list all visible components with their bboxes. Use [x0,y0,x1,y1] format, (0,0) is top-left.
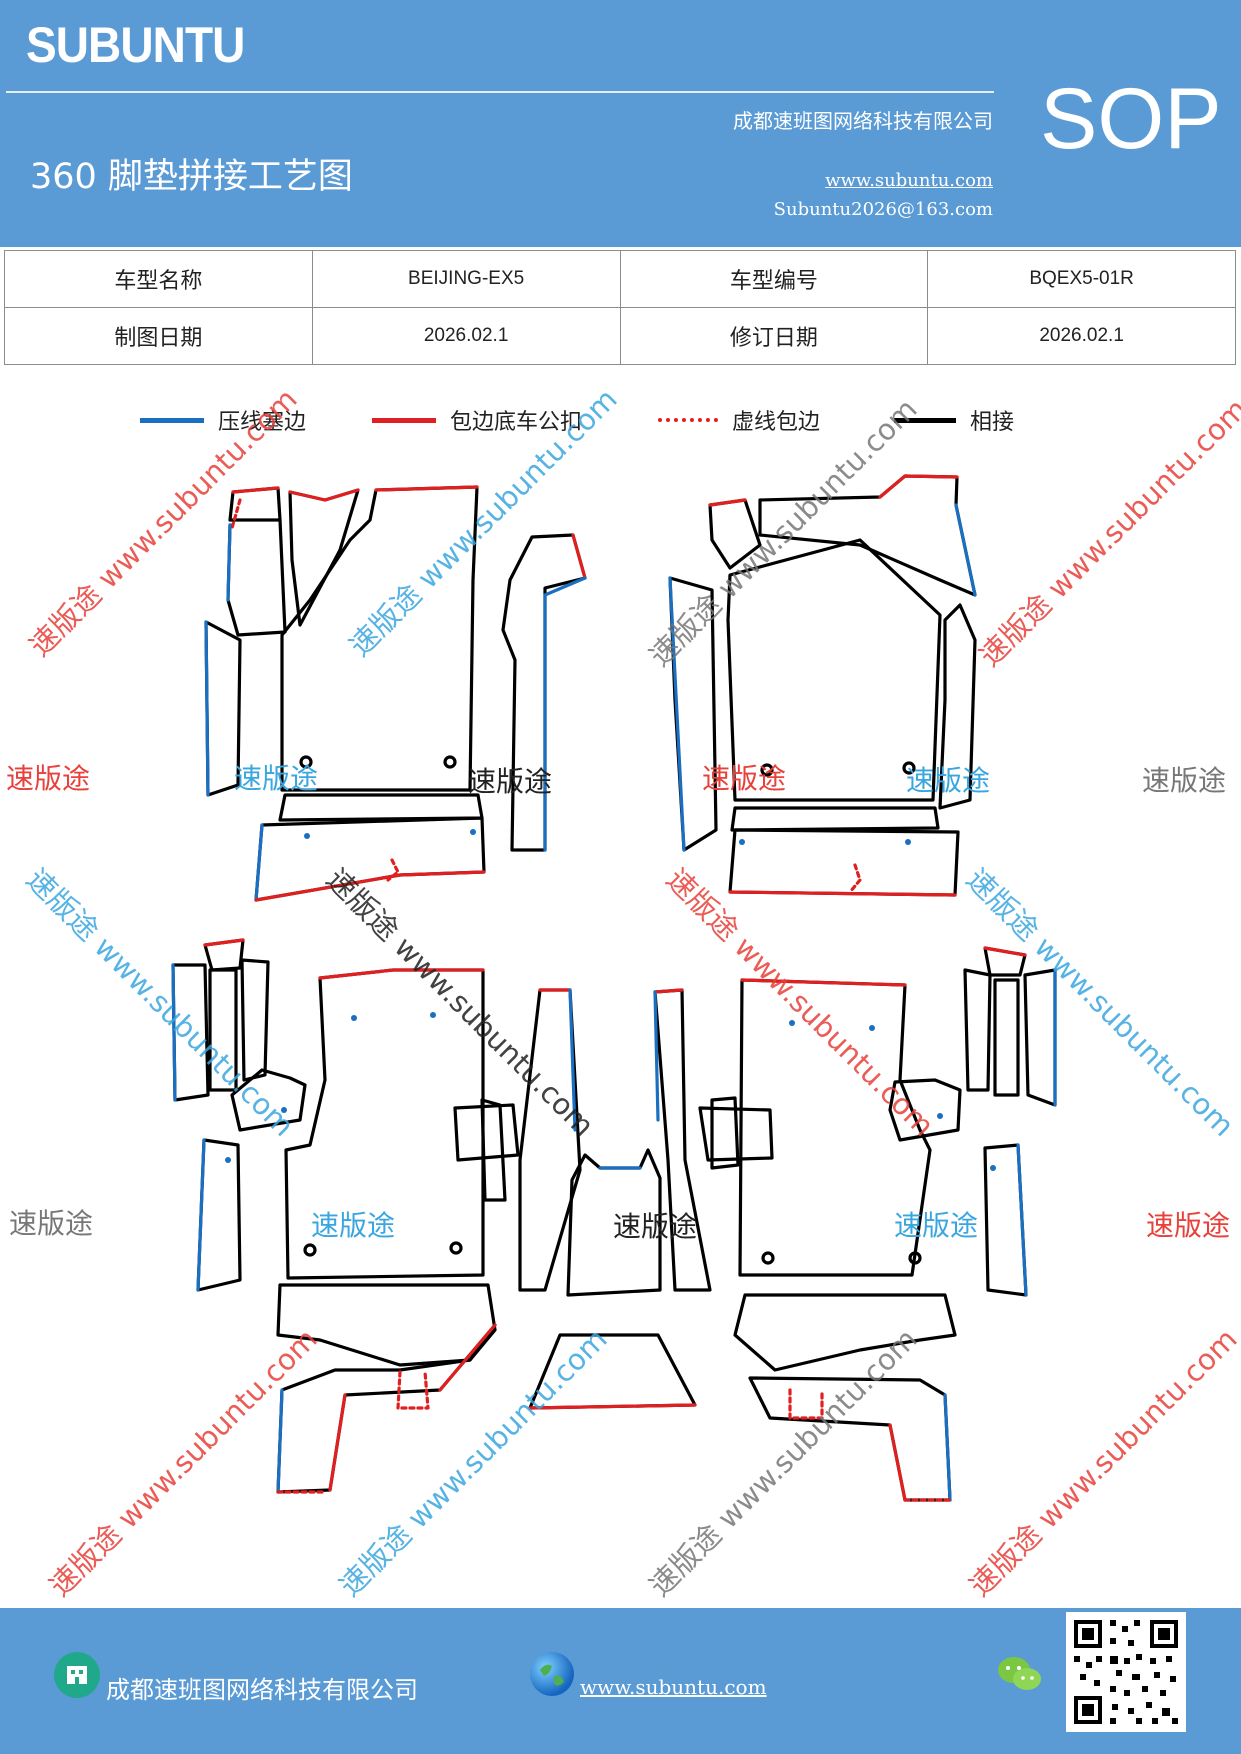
legend-label: 包边底车公扣 [450,410,583,435]
legend-swatch [140,417,204,423]
draw-date-label: 制图日期 [4,307,313,365]
watermark-brand: 速版途 [6,762,91,795]
watermark-brand: 速版途 [468,765,553,798]
revise-date-label: 修订日期 [619,307,929,365]
qr-code[interactable] [1066,1612,1186,1732]
model-code-value: BQEX5-01R [927,250,1236,308]
header-divider [6,91,994,93]
model-name-label: 车型名称 [4,250,313,308]
watermark-brand: 速版途 [9,1207,94,1240]
info-table: 车型名称 BEIJING-EX5 车型编号 BQEX5-01R 制图日期 202… [4,250,1236,365]
watermark-brand: 速版途 [906,764,991,797]
legend-item-join: 相接 [894,400,1014,440]
logo: SUBUNTU [26,17,245,73]
globe-icon [530,1652,574,1696]
footer-company: 成都速班图网络科技有限公司 [106,1676,418,1704]
legend-label: 相接 [970,410,1015,435]
model-name-value: BEIJING-EX5 [311,250,621,308]
front-right-mat [668,474,977,897]
watermark-brand: 速版途 [894,1209,979,1242]
header-url-link[interactable]: www.subuntu.com [825,170,993,191]
table-row: 车型名称 BEIJING-EX5 车型编号 BQEX5-01R [4,250,1236,308]
table-row: 制图日期 2026.02.1 修订日期 2026.02.1 [4,307,1236,365]
legend-swatch [894,417,956,423]
rear-center-mat [518,988,712,1410]
watermark-brand: 速版途 [311,1209,396,1242]
rear-left-mat [171,938,520,1494]
model-code-label: 车型编号 [619,250,929,308]
watermark-brand: 速版途 [702,762,787,795]
header-email-link[interactable]: Subuntu2026@163.com [773,199,993,220]
draw-date-value: 2026.02.1 [311,307,621,365]
wechat-icon[interactable] [996,1652,1044,1696]
legend-label: 压线塞边 [218,410,307,435]
watermark-brand: 速版途 [1142,764,1227,797]
watermark-brand: 速版途 [613,1210,698,1243]
legend-item-wrap-edge: 包边底车公扣 [372,400,582,440]
header-company: 成都速班图网络科技有限公司 [733,109,993,133]
legend-label: 虚线包边 [732,410,821,435]
legend-swatch [372,417,436,423]
rear-right-mat [698,946,1057,1502]
header-banner: SUBUNTU 成都速班图网络科技有限公司 360 脚垫拼接工艺图 www.su… [0,0,1241,247]
building-icon [54,1652,100,1698]
watermark-brand: 速版途 [234,762,319,795]
legend-item-dotted-edge: 虚线包边 [658,400,820,440]
legend-item-press-line: 压线塞边 [140,400,306,440]
revise-date-value: 2026.02.1 [927,307,1236,365]
page-title: 360 脚垫拼接工艺图 [30,157,353,197]
front-left-mat [204,485,587,902]
watermark-brand: 速版途 [1146,1209,1231,1242]
legend-swatch [658,418,718,422]
footer-url-link[interactable]: www.subuntu.com [580,1675,767,1699]
sop-badge: SOP [1040,71,1222,167]
